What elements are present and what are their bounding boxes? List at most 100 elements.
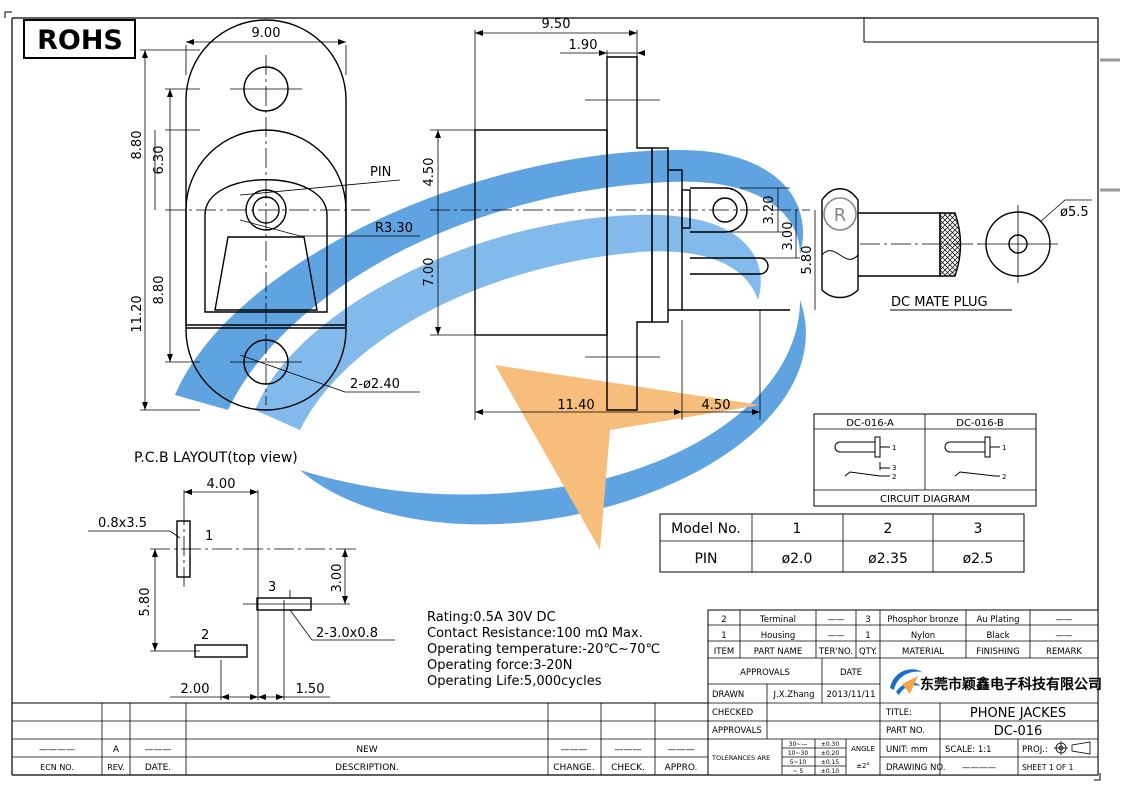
bom-header-ter: TER'NO. bbox=[818, 647, 853, 657]
dim-7-00: 7.00 bbox=[422, 258, 437, 287]
model-header-label: Model No. bbox=[671, 521, 741, 537]
dim-1-90: 1.90 bbox=[569, 38, 598, 53]
side-view-dims: 9.50 1.90 4.50 7.00 3.20 3.00 5.80 11.40… bbox=[422, 17, 815, 413]
projection-symbol bbox=[1054, 741, 1091, 755]
dim-9-00: 9.00 bbox=[252, 26, 281, 41]
bom-item-1: 1 bbox=[721, 631, 726, 641]
bom-header-finishing: FINISHING bbox=[976, 647, 1020, 657]
dim-5-80: 5.80 bbox=[800, 246, 815, 275]
pcb-dim-2-00: 2.00 bbox=[181, 682, 210, 697]
spec-operating-force: Operating force:3-20N bbox=[427, 658, 572, 673]
dim-8-80-top: 8.80 bbox=[130, 131, 145, 160]
rev-header-description: DESCRIPTION. bbox=[335, 763, 399, 773]
rev-ecn-value: ———— bbox=[39, 745, 75, 755]
rev-description-value: NEW bbox=[356, 745, 377, 755]
model-table: Model No. 1 2 3 PIN ø2.0 ø2.35 ø2.5 bbox=[659, 513, 1025, 573]
specifications: Rating:0.5A 30V DC Contact Resistance:10… bbox=[427, 610, 660, 689]
approvals-row-label: APPROVALS bbox=[712, 726, 762, 736]
bom-qty-terminal: 3 bbox=[865, 615, 870, 625]
company-name: 东莞市颖鑫电子科技有限公司 bbox=[920, 676, 1102, 693]
rev-date-value: ——— bbox=[145, 745, 172, 755]
circuit-a-pin-2: 2 bbox=[892, 473, 896, 481]
bom-ter-2: —— bbox=[828, 631, 846, 641]
pcb-dim-1-50: 1.50 bbox=[296, 682, 325, 697]
side-view bbox=[430, 30, 816, 420]
pcb-pad23-size: 2-3.0x0.8 bbox=[316, 626, 378, 641]
rev-header-rev: REV. bbox=[107, 763, 125, 772]
dim-8-80-bottom: 8.80 bbox=[152, 276, 167, 305]
approvals-block: APPROVALS DATE DRAWN J.X.Zhang 2013/11/1… bbox=[712, 668, 876, 736]
rev-header-appro: APPRO. bbox=[665, 763, 698, 773]
pcb-dim-3-00: 3.00 bbox=[330, 564, 345, 593]
drawing-no-label: DRAWING NO. bbox=[886, 763, 945, 773]
pin-value-2: ø2.35 bbox=[868, 551, 908, 567]
dim-9-50: 9.50 bbox=[542, 17, 571, 32]
drawing-no-value: ———— bbox=[962, 763, 997, 773]
bom-remark-housing: —— bbox=[1056, 631, 1074, 641]
title-block bbox=[707, 609, 1099, 776]
pcb-layout: P.C.B LAYOUT(top view) bbox=[88, 450, 395, 700]
sheet-label: SHEET 1 OF 1 bbox=[1022, 763, 1074, 772]
circuit-a-pin-3: 3 bbox=[892, 464, 896, 472]
dim-11-40: 11.40 bbox=[557, 398, 594, 413]
bom-ter-1: —— bbox=[828, 615, 846, 625]
mount-holes-label: 2-ø2.40 bbox=[350, 377, 400, 392]
rev-header-change: CHANGE. bbox=[553, 763, 594, 773]
model-header-1: 1 bbox=[793, 521, 802, 537]
plug-diameter-label: ø5.5 bbox=[1060, 205, 1089, 220]
bom-remark-terminal: —— bbox=[1056, 615, 1074, 625]
spec-operating-temperature: Operating temperature:-20℃~70℃ bbox=[427, 642, 660, 657]
scale-label: SCALE: 1:1 bbox=[945, 745, 992, 755]
pcb-pin-3: 3 bbox=[268, 580, 276, 595]
spec-contact-resistance: Contact Resistance:100 mΩ Max. bbox=[427, 626, 643, 641]
rev-appro-value: ——— bbox=[668, 745, 695, 755]
pcb-dim-5-80: 5.80 bbox=[138, 588, 153, 617]
circuit-b-pin-1: 1 bbox=[1002, 444, 1006, 452]
rev-header-check: CHECK. bbox=[611, 763, 645, 773]
registered-mark-label: R bbox=[834, 205, 847, 226]
company-logo: 东莞市颖鑫电子科技有限公司 bbox=[890, 669, 1102, 695]
pin-label: PIN bbox=[370, 165, 391, 180]
dim-11-20: 11.20 bbox=[130, 295, 145, 332]
tol-value-2: ±0.20 bbox=[821, 750, 840, 757]
circuit-b-pin-2: 2 bbox=[1002, 473, 1006, 481]
tol-value-4: ±0.10 bbox=[821, 768, 840, 775]
part-no-label: PART NO. bbox=[886, 726, 925, 736]
pin-row-label: PIN bbox=[694, 551, 717, 567]
bom-header-part: PART NAME bbox=[754, 647, 802, 657]
tol-range-4: ~ 5 bbox=[793, 768, 804, 775]
bom-finishing-terminal: Au Plating bbox=[976, 615, 1019, 625]
rev-header-date: DATE. bbox=[145, 763, 171, 773]
spec-rating: Rating:0.5A 30V DC bbox=[427, 610, 556, 625]
rohs-label: ROHS bbox=[37, 25, 123, 56]
front-view bbox=[140, 19, 420, 411]
bom-material-terminal: Phosphor bronze bbox=[887, 615, 958, 625]
drawn-by: J.X.Zhang bbox=[773, 690, 815, 700]
model-header-2: 2 bbox=[884, 521, 893, 537]
part-no-value: DC-016 bbox=[994, 724, 1043, 739]
bom-material-housing: Nylon bbox=[911, 631, 935, 641]
bom-header-material: MATERIAL bbox=[902, 647, 944, 657]
bom-item-2: 2 bbox=[721, 615, 726, 625]
title-fields: TITLE: PHONE JACKES PART NO. DC-016 TOLE… bbox=[711, 706, 1091, 775]
pcb-pad1-size: 0.8x3.5 bbox=[98, 516, 147, 531]
circuit-type-b: DC-016-B bbox=[956, 418, 1004, 429]
circuit-type-a: DC-016-A bbox=[846, 418, 894, 429]
drawing-title: PHONE JACKES bbox=[970, 706, 1066, 721]
tol-range-1: 30~— bbox=[789, 741, 808, 748]
dc-mate-plug-drawing: R bbox=[821, 188, 1092, 311]
bom-header-remark: REMARK bbox=[1046, 647, 1082, 657]
watermark-logo bbox=[175, 150, 806, 550]
pcb-layout-title: P.C.B LAYOUT(top view) bbox=[134, 450, 298, 466]
pin-value-1: ø2.0 bbox=[782, 551, 813, 567]
revision-block bbox=[12, 702, 708, 775]
bom-finishing-housing: Black bbox=[987, 631, 1010, 641]
tol-range-2: 10~30 bbox=[788, 750, 808, 757]
bom-table: 2 Terminal —— 3 Phosphor bronze Au Plati… bbox=[714, 615, 1083, 657]
spec-operating-life: Operating Life:5,000cycles bbox=[427, 674, 602, 689]
approvals-label: APPROVALS bbox=[740, 668, 790, 678]
rohs-badge: ROHS bbox=[23, 19, 136, 59]
checked-label: CHECKED bbox=[712, 708, 754, 718]
date-label: DATE bbox=[840, 668, 862, 678]
dim-3-00: 3.00 bbox=[781, 222, 796, 251]
